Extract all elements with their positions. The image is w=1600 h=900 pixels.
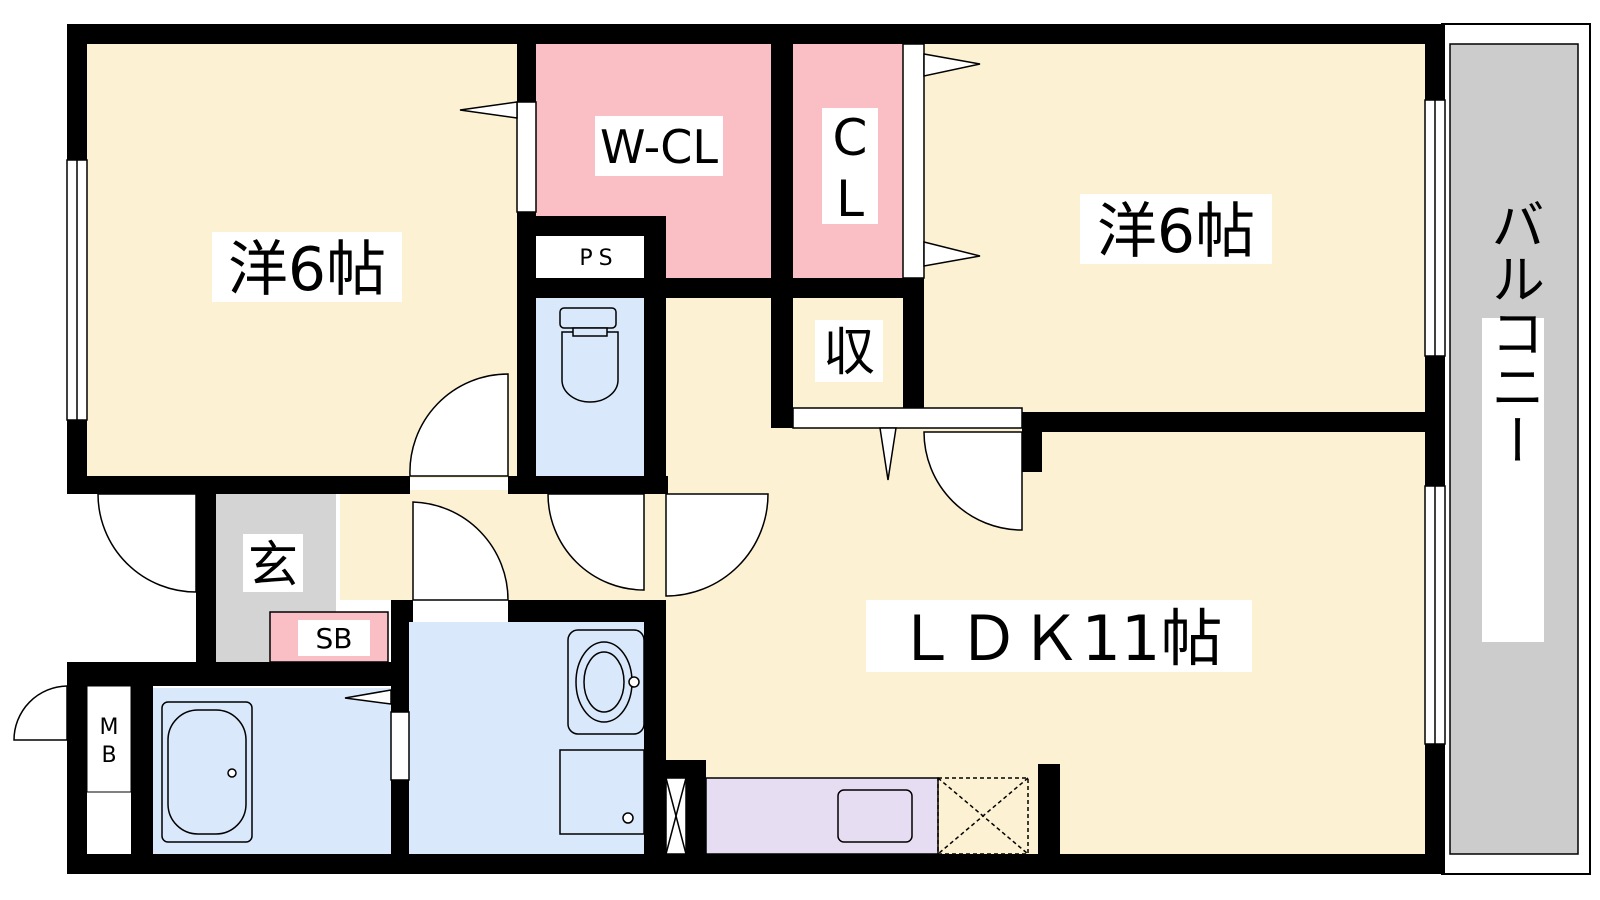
meter-box-m-label: M <box>100 715 119 740</box>
walk-in-closet-label: W-CL <box>600 120 718 174</box>
closet-l-label: L <box>836 170 864 228</box>
stove <box>937 777 1029 855</box>
fixtures <box>161 307 1029 855</box>
door-marks <box>13 43 1023 855</box>
western-room-left-label: 洋6帖 <box>228 235 386 305</box>
balcony-label: バルコニー <box>1482 197 1545 467</box>
western-room-right-label: 洋6帖 <box>1097 197 1255 267</box>
meter-box-b-label: B <box>101 743 116 768</box>
entrance-label: 玄 <box>248 536 298 594</box>
ldk-label: ＬＤＫ11帖 <box>896 602 1223 675</box>
shoe-box-label: SB <box>316 622 353 655</box>
walls <box>67 24 1445 874</box>
meter-box <box>86 685 132 793</box>
toilet-bowl <box>561 331 619 403</box>
windows <box>66 99 1446 745</box>
label-backgrounds <box>212 108 1544 672</box>
closet-c-label: C <box>833 109 868 167</box>
pipe-space-label: PS <box>579 246 618 271</box>
kitchen-sink <box>837 789 913 843</box>
storage-label: 収 <box>823 323 875 383</box>
toilet-tank <box>559 307 617 329</box>
